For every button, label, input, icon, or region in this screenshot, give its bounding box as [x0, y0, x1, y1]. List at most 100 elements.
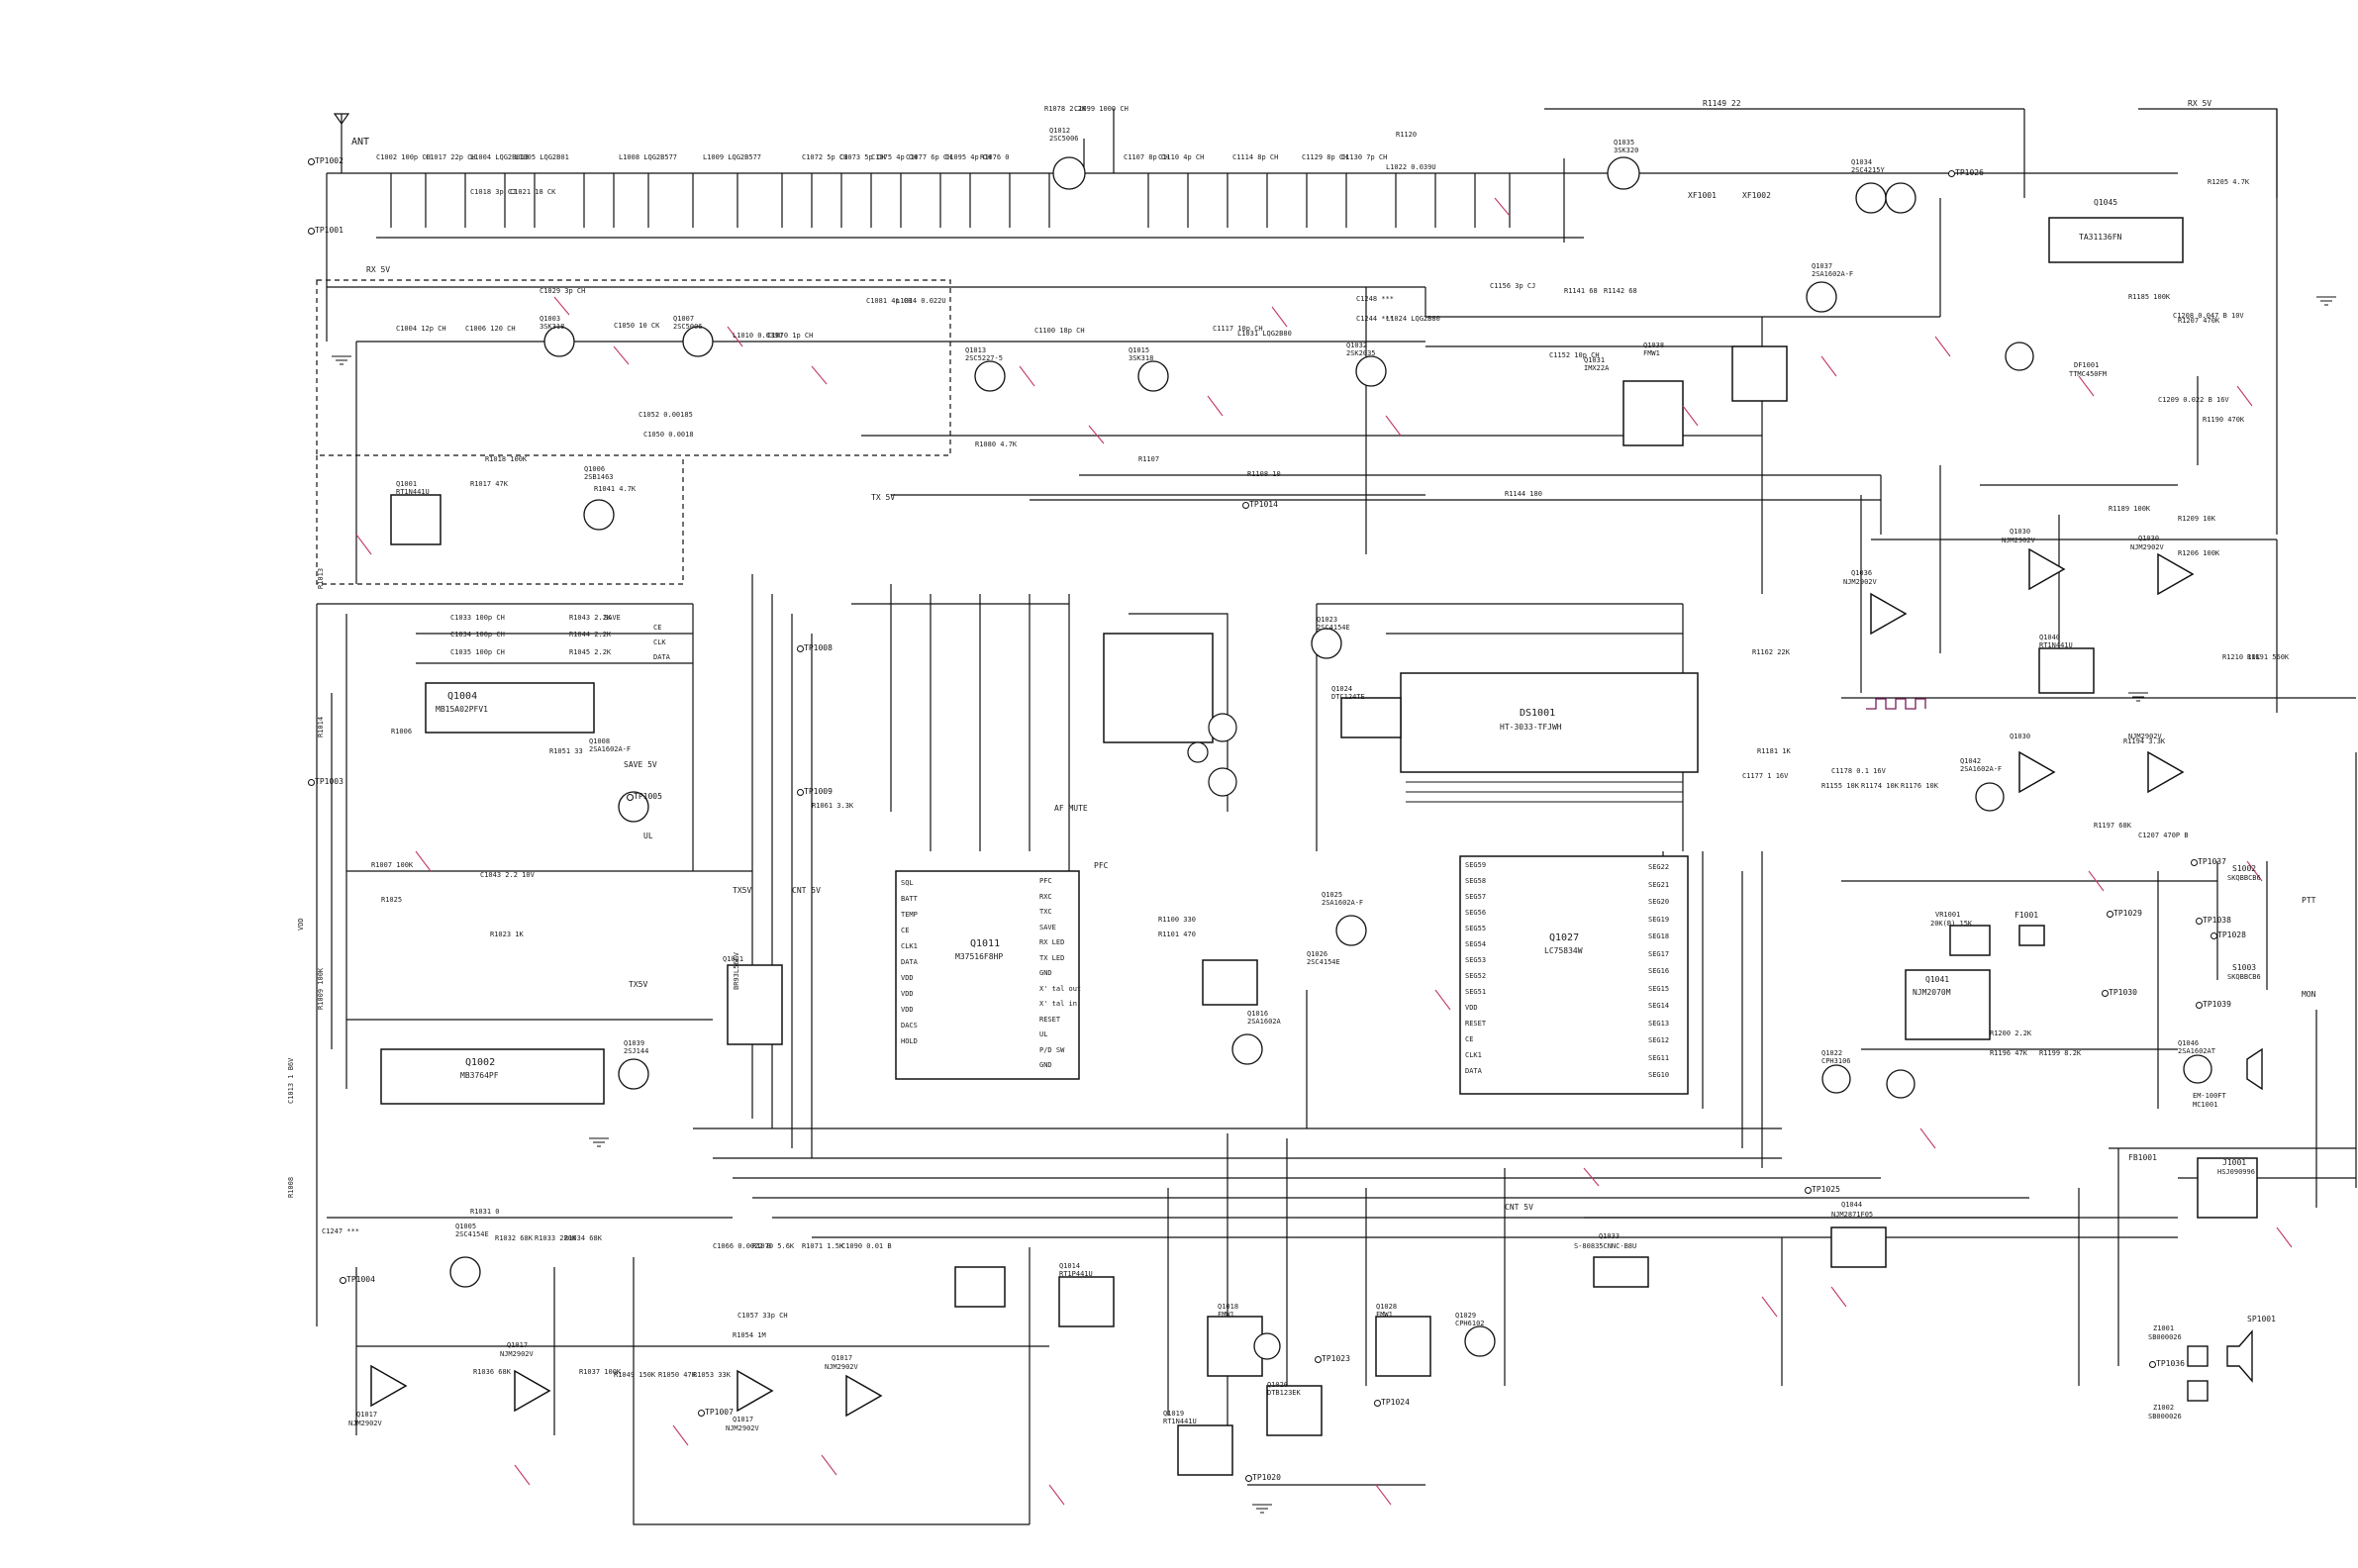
passive-top: L1022 0.039U	[1386, 163, 1436, 171]
transistor-ref: Q1026	[1307, 950, 1328, 958]
transistor-ref: Q1023	[1317, 616, 1338, 624]
q1027-pin-right: SEG21	[1648, 880, 1670, 889]
passive-mid: C1050 10 CK	[614, 322, 660, 330]
transistor-part: FMW1	[1376, 1311, 1393, 1319]
rx5v-left: RX 5V	[366, 265, 391, 274]
q1030a-part: NJM2902V	[2002, 537, 2035, 544]
q1011-pin-right: P/D SW	[1039, 1045, 1065, 1054]
r1013-label: R1013	[317, 567, 325, 589]
passive-audio: R1207 470K	[2178, 317, 2220, 325]
tp1026: TP1026	[1948, 168, 1984, 177]
passive-audio: C1090 0.01 B	[841, 1242, 892, 1250]
transistor-ref: Q1037	[1812, 262, 1833, 270]
q1011-pin-right: X' tal in	[1039, 1000, 1077, 1008]
transistor-ref: Q1028	[1376, 1303, 1398, 1311]
q1036-part: NJM2902V	[1843, 578, 1877, 586]
q1002-ref: Q1002	[465, 1057, 496, 1068]
tp1036: TP1036	[2149, 1359, 2185, 1368]
transistor-part: 2SC5006	[673, 323, 703, 331]
q1027-pin-right: SEG19	[1648, 915, 1670, 924]
passive-audio: R1191 560K	[2247, 653, 2290, 661]
passive-logic: R1023 1K	[490, 931, 524, 938]
q1011-pin-right: RESET	[1039, 1015, 1061, 1024]
transistor-part: 2SC5227-5	[965, 354, 1003, 362]
j1001-ref: J1001	[2222, 1158, 2247, 1167]
r1008-label: R1008	[287, 1176, 295, 1198]
passive-audio: R1189 100K	[2109, 505, 2151, 513]
passive-audio: R1034 68K	[564, 1234, 602, 1242]
passive-mid: R1018 100K	[485, 455, 528, 463]
q1011-pin-left: VDD	[901, 974, 914, 982]
passive-logic: R1045 2.2K	[569, 648, 612, 656]
passive-logic: R1007 100K	[371, 861, 414, 869]
vdd-left: VDD	[297, 918, 305, 931]
transistor-part: DTC124TE	[1331, 693, 1365, 701]
rx5v-right: RX 5V	[2188, 99, 2212, 108]
transistor-part: 2SB1463	[584, 473, 614, 481]
transistor-ref: Q1025	[1322, 891, 1343, 899]
df1001-part: TTMC450FM	[2069, 370, 2107, 378]
tp1009: TP1009	[797, 787, 833, 796]
ds1001-ref: DS1001	[1520, 708, 1556, 719]
q1011-ref: Q1011	[970, 938, 1001, 949]
passive-audio: R1199 8.2K	[2039, 1049, 2082, 1057]
passive-top: C1018 3p CJ	[470, 188, 517, 196]
q1017d-part: NJM2902V	[825, 1363, 858, 1371]
fb1001-label: FB1001	[2128, 1153, 2157, 1162]
q1027-pin-right: SEG13	[1648, 1019, 1670, 1028]
passive-mid: C1156 3p CJ	[1490, 282, 1536, 290]
q1027-ref: Q1027	[1549, 932, 1580, 943]
passive-top: C1095 4p CH	[945, 153, 992, 161]
passive-logic: R1006	[391, 728, 413, 735]
passive-logic: C1178 0.1 16V	[1831, 767, 1886, 775]
transistor-part: 2SA1602A-F	[589, 745, 632, 753]
q1004-ref: Q1004	[447, 691, 478, 702]
passive-audio: R1071 1.5K	[802, 1242, 844, 1250]
q1011-pin-right: RXC	[1039, 892, 1052, 901]
passive-top: C1017 22p CH	[426, 153, 476, 161]
tp1007: TP1007	[698, 1408, 734, 1417]
passive-logic: R1051 33	[549, 747, 583, 755]
passive-audio: C1208 0.047 B 10V	[2173, 312, 2244, 320]
transistor-part: CPH3106	[1821, 1057, 1851, 1065]
transistor-ref: Q1035	[1614, 139, 1635, 147]
q1004-part: MB15A02PFV1	[436, 705, 488, 714]
q1011-pin-right: UL	[1039, 1030, 1048, 1038]
transistor-ref: Q1038	[1643, 342, 1665, 349]
transistor-ref: Q1040	[2039, 634, 2061, 641]
passive-audio: R1049 150K	[614, 1371, 656, 1379]
tp1014: TP1014	[1242, 500, 1278, 509]
q1011-part: M37516F8HP	[955, 952, 1004, 961]
q1044-ref: Q1044	[1841, 1201, 1863, 1209]
passive-top: C1110 4p CH	[1158, 153, 1205, 161]
transistor-ref: Q1024	[1331, 685, 1353, 693]
q1030c-ref: Q1030	[2010, 733, 2031, 740]
passive-top: L1005 LQG2B01	[515, 153, 569, 161]
tx5v-c-label: TX5V	[629, 980, 648, 989]
passive-audio: R1190 470K	[2203, 416, 2245, 424]
passive-mid: R1080 4.7K	[975, 441, 1018, 448]
passive-audio: C1209 0.022 B 16V	[2158, 396, 2229, 404]
transistor-ref: Q1016	[1247, 1010, 1269, 1018]
q1011-pin-left: VDD	[901, 990, 914, 998]
r1009-label: R1009 100K	[317, 967, 325, 1010]
mon-label: MON	[2302, 990, 2316, 999]
q1027-pin-right: SEG16	[1648, 967, 1670, 975]
passive-logic: R1155 10K	[1821, 782, 1859, 790]
passive-mid: C1029 3p CH	[540, 287, 586, 295]
s1002-ref: S1002	[2232, 864, 2257, 873]
s1003-part: SKQBBCB6	[2227, 973, 2261, 981]
q1027-pin-right: SEG22	[1648, 863, 1670, 871]
q1027-pin-left: SEG51	[1465, 988, 1487, 996]
passive-mid: R1141 68	[1564, 287, 1598, 295]
q1027-pin-left: SEG59	[1465, 861, 1487, 869]
sp1001-label: SP1001	[2247, 1315, 2276, 1323]
passive-audio: R1200 2.2K	[1990, 1029, 2032, 1037]
passive-top: L1008 LQG2B577	[619, 153, 678, 161]
passive-top: R1078 2.2K	[1044, 105, 1087, 113]
q1027-pin-right: SEG20	[1648, 898, 1670, 906]
q1027-pin-right: SEG11	[1648, 1053, 1670, 1062]
tp1023: TP1023	[1315, 1354, 1350, 1363]
tp1038: TP1038	[2196, 916, 2231, 925]
q1027-pin-left: RESET	[1465, 1020, 1487, 1028]
